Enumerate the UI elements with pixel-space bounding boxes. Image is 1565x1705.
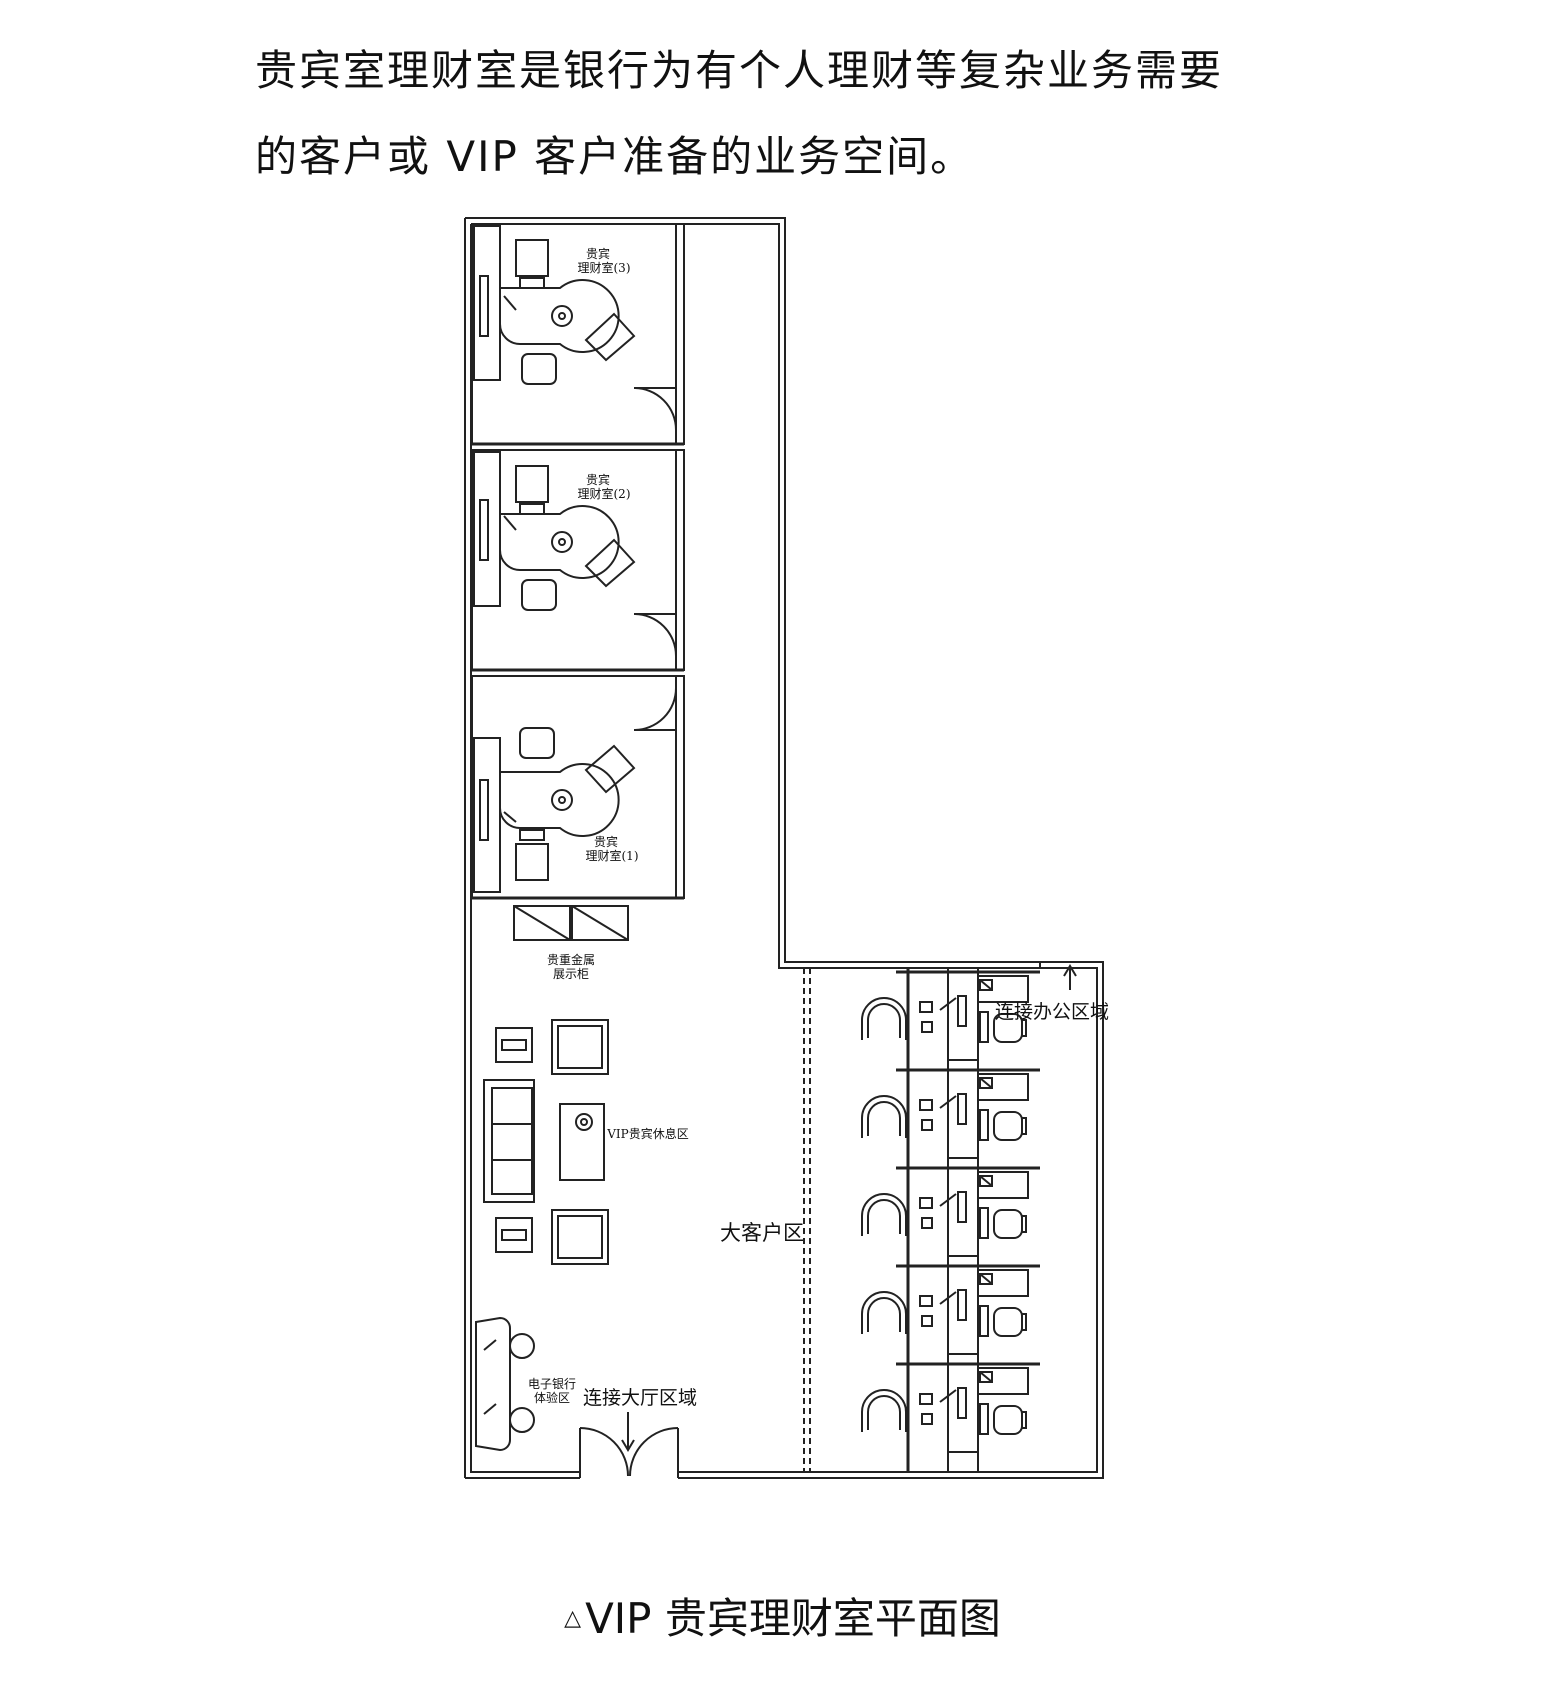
metal-cabinet-label-2: 展示柜 — [553, 967, 589, 981]
desk-cabinet — [977, 1073, 1029, 1101]
intro-line-2: 的客户或 VIP 客户准备的业务空间。 — [255, 132, 975, 181]
customer-chair — [861, 1291, 907, 1334]
desk-item — [921, 1119, 933, 1131]
desk-drawer — [979, 1403, 989, 1435]
desk-cabinet-item — [979, 979, 993, 991]
to-lobby-label: 连接大厅区域 — [583, 1387, 697, 1409]
intro-text: 贵宾室理财室是银行为有个人理财等复杂业务需要 的客户或 VIP 客户准备的业务空… — [255, 28, 1335, 200]
staff-chair — [993, 1111, 1023, 1141]
desk-cabinet — [977, 1367, 1029, 1395]
desk-cabinet-item — [979, 1077, 993, 1089]
customer-chair — [861, 1389, 907, 1432]
desk-monitor — [939, 1389, 957, 1403]
room-partitions — [471, 223, 685, 900]
room-doors — [633, 387, 677, 731]
desk-drawer — [979, 1305, 989, 1337]
customer-chair-inner — [867, 1395, 901, 1430]
desk-cabinet-item — [979, 1371, 993, 1383]
desk-keyboard — [957, 995, 967, 1027]
customer-chair-inner — [867, 1199, 901, 1234]
caption-text: VIP 贵宾理财室平面图 — [585, 1594, 1001, 1643]
desk-keyboard — [957, 1093, 967, 1125]
big-client-area-label: 大客户区 — [720, 1221, 804, 1245]
desk-item — [919, 1099, 933, 1111]
desk-cabinet — [977, 975, 1029, 1003]
staff-chair-back — [1021, 1313, 1027, 1331]
desk-keyboard — [957, 1191, 967, 1223]
ebank-label-1: 电子银行 — [528, 1377, 576, 1391]
desk-drawer — [979, 1207, 989, 1239]
desk-cabinet-item — [979, 1273, 993, 1285]
desk-item — [921, 1021, 933, 1033]
room-3-furniture — [473, 225, 636, 385]
ebank-furniture — [475, 1316, 535, 1452]
desk-monitor — [939, 1095, 957, 1109]
desk-cabinet — [977, 1171, 1029, 1199]
desk-monitor — [939, 997, 957, 1011]
room-1-furniture — [473, 727, 636, 893]
desk-cabinet-item — [979, 1175, 993, 1187]
desk-cabinet-item — [979, 1175, 993, 1187]
room-2-label-1: 贵宾 — [586, 472, 610, 487]
customer-chair — [861, 1095, 907, 1138]
room-2-furniture — [473, 451, 636, 611]
desk-item — [919, 1295, 933, 1307]
desk-cabinet-item — [979, 1371, 993, 1383]
desk-monitor — [939, 1193, 957, 1207]
vip-lounge-furniture — [483, 1019, 609, 1265]
desk-item — [921, 1217, 933, 1229]
desk-cabinet-item — [979, 1273, 993, 1285]
desk-item — [921, 1413, 933, 1425]
customer-chair — [861, 1193, 907, 1236]
desk-keyboard — [957, 1289, 967, 1321]
room-1-label-1: 贵宾 — [594, 834, 618, 849]
desk-cabinet-item — [979, 979, 993, 991]
desk-item — [919, 1197, 933, 1209]
customer-chair-inner — [867, 1101, 901, 1136]
desk-keyboard — [957, 1387, 967, 1419]
desk-drawer — [979, 1109, 989, 1141]
staff-chair-back — [1021, 1019, 1027, 1037]
customer-chair-inner — [867, 1003, 901, 1038]
vip-lounge-label: VIP贵宾休息区 — [606, 1126, 688, 1141]
desk-item — [919, 1393, 933, 1405]
desk-item — [919, 1001, 933, 1013]
staff-chair — [993, 1307, 1023, 1337]
outer-walls — [464, 217, 1104, 1479]
desk-monitor — [939, 1291, 957, 1305]
metal-cabinets — [513, 905, 629, 941]
figure-caption: △VIP 贵宾理财室平面图 — [0, 1585, 1565, 1646]
staff-chair-back — [1021, 1215, 1027, 1233]
staff-chair — [993, 1405, 1023, 1435]
customer-chair-inner — [867, 1297, 901, 1332]
intro-line-1: 贵宾室理财室是银行为有个人理财等复杂业务需要 — [255, 46, 1224, 95]
desk-item — [921, 1315, 933, 1327]
desk-cabinet — [977, 1269, 1029, 1297]
room-1-label-2: 理财室(1) — [586, 848, 639, 863]
desk-units — [861, 970, 1040, 1453]
office-arrow — [1039, 962, 1077, 990]
triangle-icon: △ — [564, 1606, 582, 1631]
customer-chair — [861, 997, 907, 1040]
room-3-label-2: 理财室(3) — [578, 260, 631, 275]
ebank-label-2: 体验区 — [534, 1390, 570, 1405]
staff-chair — [993, 1209, 1023, 1239]
desk-drawer — [979, 1011, 989, 1043]
metal-cabinet-label-1: 贵重金属 — [547, 952, 595, 967]
lobby-door — [579, 1412, 679, 1478]
desk-cabinet-item — [979, 1077, 993, 1089]
room-2-label-2: 理财室(2) — [578, 486, 631, 501]
desk-row — [906, 968, 979, 1472]
to-office-label: 连接办公区域 — [995, 1001, 1109, 1023]
room-3-label-1: 贵宾 — [586, 246, 610, 261]
staff-chair-back — [1021, 1411, 1027, 1429]
staff-chair-back — [1021, 1117, 1027, 1135]
